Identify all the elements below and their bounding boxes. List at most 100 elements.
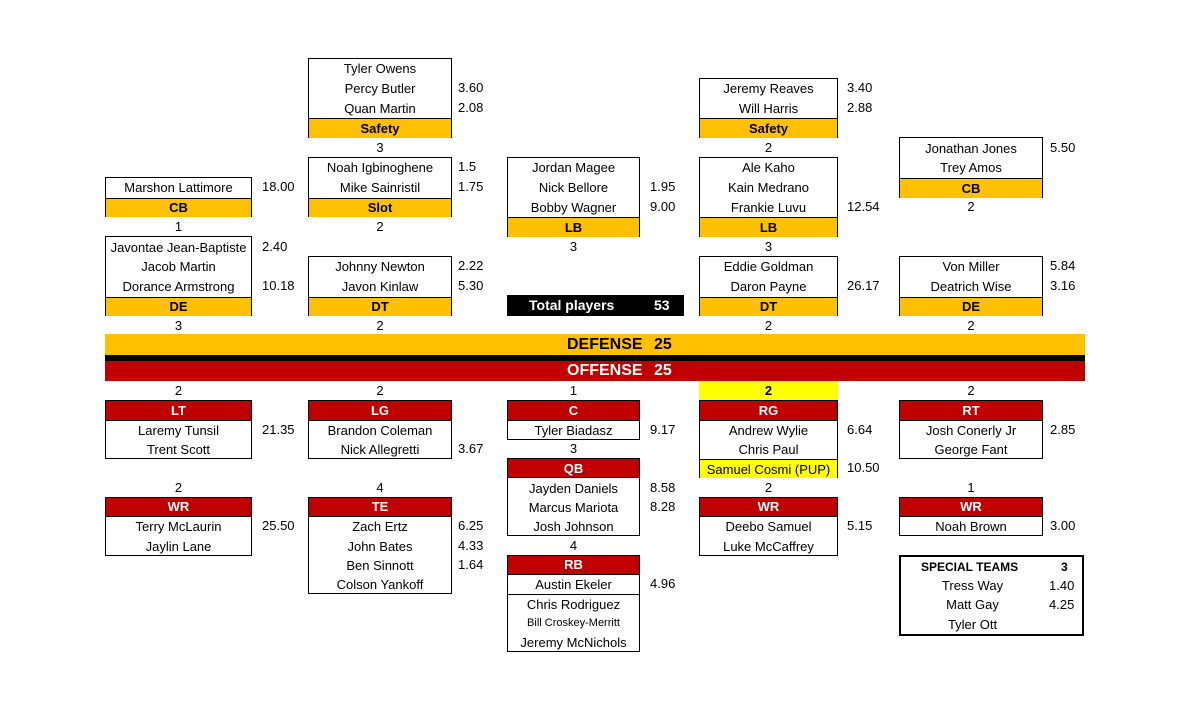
player-name[interactable]: Tyler Owens [343, 61, 417, 77]
player-name[interactable]: Tress Way [941, 578, 1004, 594]
player-name[interactable]: Jeremy McNichols [520, 635, 627, 651]
player-name[interactable]: Tyler Biadasz [534, 422, 613, 438]
player-name[interactable]: Jaylin Lane [145, 538, 212, 554]
player-value: 10.50 [847, 460, 880, 476]
player-name[interactable]: Laremy Tunsil [138, 422, 219, 438]
player-name[interactable]: Frankie Luvu [730, 199, 807, 215]
player-name[interactable]: Marcus Mariota [528, 499, 619, 515]
player-name[interactable]: Chris Rodriguez [508, 594, 639, 613]
position-count: 3 [174, 317, 183, 333]
player-value: 5.15 [847, 518, 873, 534]
player-name[interactable]: Deebo Samuel [725, 519, 812, 535]
player-name[interactable]: Javontae Jean-Baptiste [110, 239, 247, 255]
player-name[interactable]: Javon Kinlaw [341, 279, 419, 295]
player-value: 3.16 [1050, 278, 1076, 294]
player-value: 1.64 [458, 556, 484, 572]
player-name[interactable]: Nick Bellore [538, 180, 609, 196]
player-name[interactable]: Bill Croskey-Merritt [527, 617, 620, 630]
player-value: 4.96 [650, 576, 676, 592]
player-name[interactable]: Jonathan Jones [925, 140, 1017, 156]
player-value: 21.35 [262, 421, 295, 437]
player-name[interactable]: Ale Kaho [742, 160, 795, 176]
player-name[interactable]: Zach Ertz [352, 519, 408, 535]
player-name[interactable]: Josh Conerly Jr [925, 422, 1017, 438]
position-label: DE [900, 296, 1042, 317]
player-value: 26.17 [847, 278, 880, 294]
player-name[interactable]: Jacob Martin [141, 259, 216, 275]
player-name[interactable]: Bobby Wagner [530, 199, 617, 215]
player-name[interactable]: Jayden Daniels [529, 480, 618, 496]
player-name[interactable]: Andrew Wylie [728, 422, 809, 438]
player-name[interactable]: Colson Yankoff [336, 577, 424, 593]
offense-label: OFFENSE [567, 362, 643, 379]
player-name[interactable]: Noah Igbinoghene [326, 160, 434, 176]
player-name[interactable]: Austin Ekeler [535, 577, 612, 593]
player-name[interactable]: Tyler Ott [947, 616, 998, 632]
player-name[interactable]: Jeremy Reaves [723, 81, 814, 97]
position-label: C [508, 401, 639, 421]
player-name[interactable]: Percy Butler [344, 81, 416, 97]
player-name[interactable]: Samuel Cosmi (PUP) [700, 459, 837, 479]
player-name[interactable]: Brandon Coleman [327, 422, 433, 438]
player-name[interactable]: John Bates [347, 538, 413, 554]
position-label: CB [900, 177, 1042, 198]
position-count: 2 [967, 383, 975, 399]
position-label: WR [106, 497, 251, 518]
player-name[interactable]: Luke McCaffrey [723, 538, 814, 554]
player-value: 4.33 [458, 537, 484, 553]
player-name[interactable]: Ben Sinnott [346, 557, 414, 573]
special-teams-count: 3 [1061, 559, 1068, 574]
player-name[interactable]: Trey Amos [940, 160, 1002, 176]
defense-label: DEFENSE [567, 335, 643, 353]
position-count: 2 [376, 383, 384, 399]
position-label: RT [900, 401, 1042, 421]
player-value: 8.28 [650, 498, 676, 514]
player-value: 2.40 [262, 238, 288, 254]
player-name[interactable]: Quan Martin [344, 100, 416, 116]
player-value: 2.85 [1050, 421, 1076, 437]
player-name[interactable]: Noah Brown [935, 519, 1007, 535]
position-label: LT [106, 401, 251, 421]
position-count: 2 [376, 317, 384, 333]
player-name[interactable]: Matt Gay [946, 597, 999, 613]
player-value: 2.88 [847, 99, 873, 115]
banner-divider [105, 355, 1085, 361]
player-name[interactable]: Deatrich Wise [930, 279, 1012, 295]
position-label: TE [309, 497, 451, 518]
player-name[interactable]: Johnny Newton [335, 259, 425, 275]
player-name[interactable]: Will Harris [738, 100, 799, 116]
position-label: LB [700, 217, 837, 238]
player-name[interactable]: Chris Paul [738, 442, 799, 458]
player-value: 5.50 [1050, 139, 1076, 155]
player-name[interactable]: Jordan Magee [531, 160, 616, 176]
player-name[interactable]: Dorance Armstrong [122, 279, 235, 295]
player-name[interactable]: Nick Allegretti [340, 442, 420, 458]
player-name[interactable]: Josh Johnson [533, 519, 614, 535]
total-players-label: Total players [529, 297, 615, 313]
player-name[interactable]: George Fant [934, 442, 1008, 458]
position-count: 4 [569, 537, 578, 553]
offense-count: 25 [654, 362, 672, 379]
player-name[interactable]: Marshon Lattimore [124, 180, 233, 196]
player-name[interactable]: Mike Sainristil [339, 180, 421, 196]
player-name[interactable]: Kain Medrano [728, 180, 809, 196]
player-name[interactable]: Terry McLaurin [135, 519, 222, 535]
position-label: QB [508, 459, 639, 479]
player-name[interactable]: Trent Scott [146, 442, 211, 458]
player-name[interactable]: Von Miller [942, 259, 1000, 275]
player-name[interactable]: Daron Payne [730, 279, 807, 295]
player-name[interactable]: Eddie Goldman [723, 259, 814, 275]
position-count: 1 [174, 218, 183, 234]
